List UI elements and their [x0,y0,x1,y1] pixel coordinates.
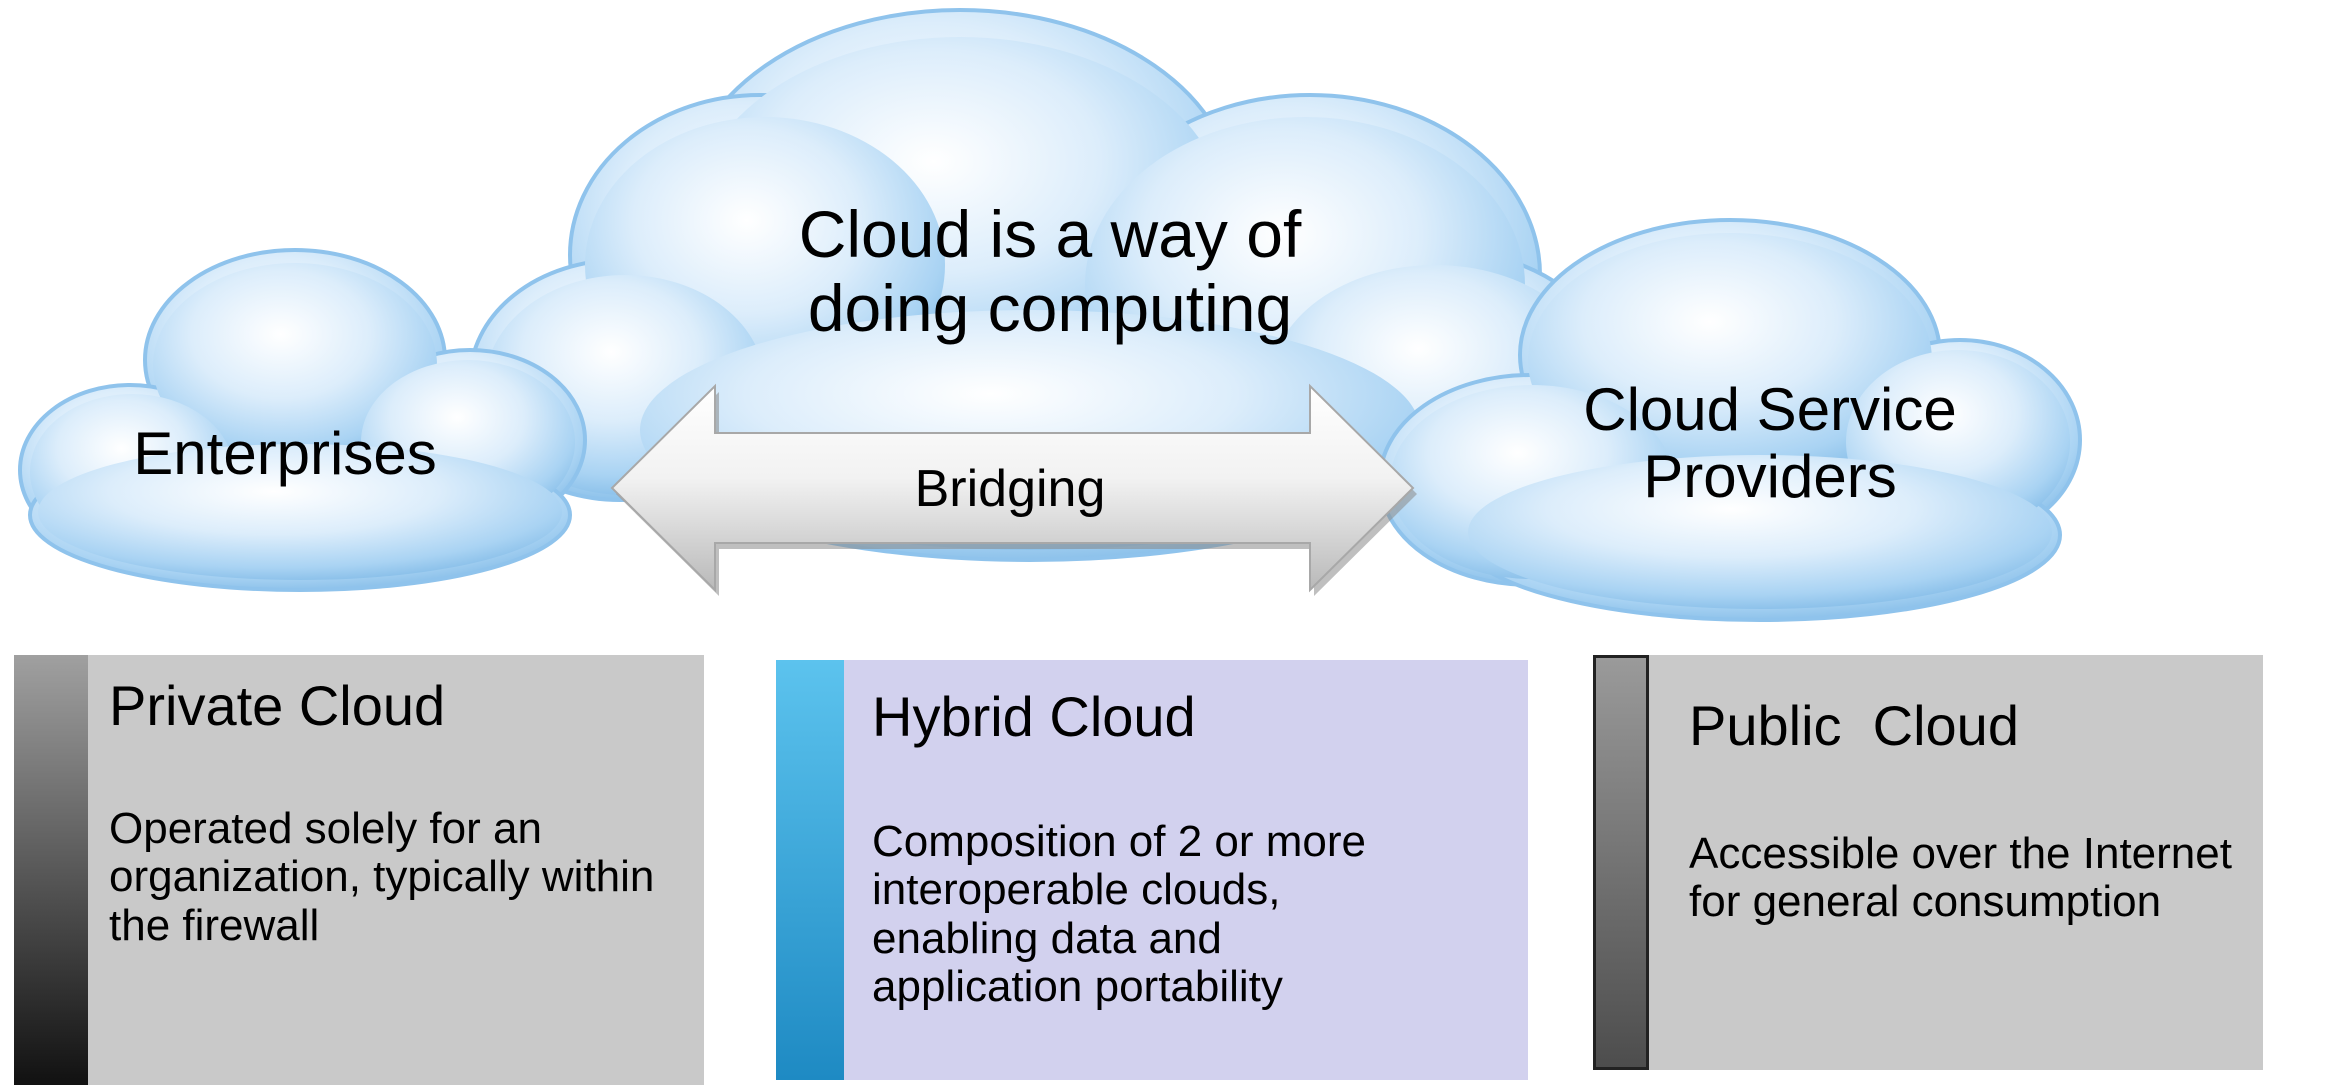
cloud-illustration [18,8,2082,622]
private-cloud-card: Private Cloud Operated solely for an org… [14,655,704,1085]
public-cloud-card: Public Cloud Accessible over the Interne… [1593,655,2263,1070]
bridging-arrow [610,383,1417,596]
cloud-service-providers-label: Cloud Service Providers [1583,376,1957,511]
hybrid-cloud-description: Composition of 2 or more interoperable c… [872,817,1366,1012]
hybrid-cloud-card: Hybrid Cloud Composition of 2 or more in… [776,660,1528,1080]
hybrid-cloud-accent-bar [776,660,844,1080]
private-cloud-accent-bar [14,655,88,1085]
private-cloud-description: Operated solely for an organization, typ… [109,804,655,950]
public-cloud-description: Accessible over the Internet for general… [1689,829,2232,927]
bridging-label: Bridging [914,460,1106,518]
enterprises-label: Enterprises [133,420,437,487]
main-cloud-title: Cloud is a way of doing computing [798,197,1302,345]
hybrid-cloud-title: Hybrid Cloud [872,685,1196,748]
private-cloud-title: Private Cloud [109,674,446,737]
public-cloud-title: Public Cloud [1689,694,2019,757]
public-cloud-accent-bar [1593,655,1649,1070]
